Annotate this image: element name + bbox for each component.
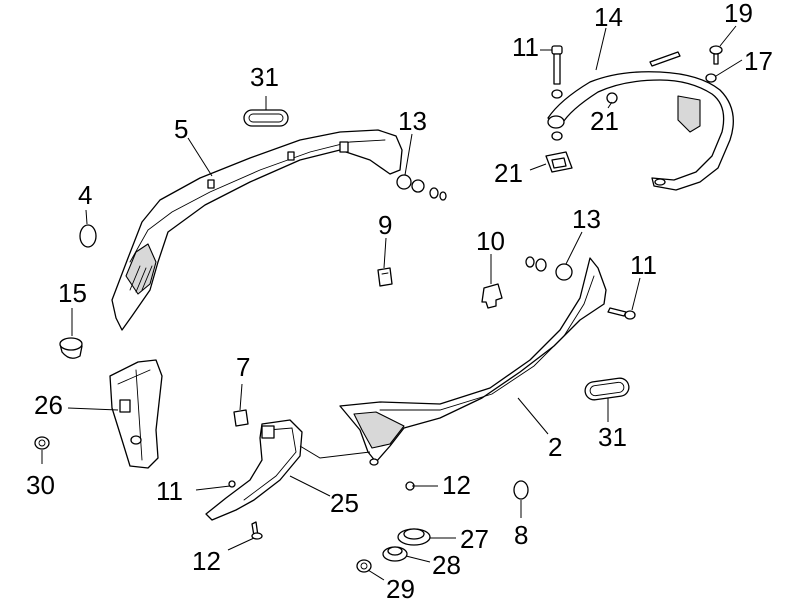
callout-21-top: 21 xyxy=(590,106,619,136)
leader-lines xyxy=(41,25,743,581)
part-4-ring xyxy=(79,224,97,248)
callout-26: 26 xyxy=(34,390,63,420)
part-15-grommet xyxy=(59,337,83,359)
callout-31-top: 31 xyxy=(250,62,279,92)
callout-21-bottom: 21 xyxy=(494,158,523,188)
callout-11-top: 11 xyxy=(512,32,539,62)
callout-15: 15 xyxy=(58,278,87,308)
part-21-clip-nut-bottom xyxy=(545,151,573,173)
part-27-grommet xyxy=(397,528,431,546)
part-5-left-side-cover xyxy=(111,129,403,331)
callout-8: 8 xyxy=(514,520,528,550)
callout-31-right: 31 xyxy=(598,422,627,452)
part-29-nut xyxy=(356,559,372,573)
callout-13-right: 13 xyxy=(572,204,601,234)
part-7-clip xyxy=(233,409,249,427)
part-25-lower-bracket xyxy=(205,419,303,521)
callout-19: 19 xyxy=(724,0,753,28)
callout-10: 10 xyxy=(476,226,505,256)
callout-29: 29 xyxy=(386,574,415,599)
callout-13-top: 13 xyxy=(398,106,427,136)
callout-27: 27 xyxy=(460,524,489,554)
callout-14: 14 xyxy=(594,2,623,32)
callout-9: 9 xyxy=(378,210,392,240)
callout-25: 25 xyxy=(330,488,359,518)
part-12-screw-left xyxy=(251,521,263,540)
part-28-grommet xyxy=(382,546,408,562)
part-8-ring xyxy=(513,480,529,500)
part-9-clip xyxy=(377,267,393,287)
callout-7: 7 xyxy=(236,352,250,382)
part-11-bolt-right xyxy=(607,307,636,320)
part-26-lower-panel xyxy=(109,359,163,469)
part-19-screw xyxy=(709,45,723,65)
part-13-spacer-top xyxy=(396,174,447,201)
part-21-nut-top xyxy=(606,92,618,104)
part-2-right-side-cover xyxy=(339,257,607,466)
callout-2: 2 xyxy=(548,432,562,462)
callout-11-right: 11 xyxy=(630,250,657,280)
callout-5: 5 xyxy=(174,114,188,144)
callout-30: 30 xyxy=(26,470,55,500)
part-14-grab-rail xyxy=(547,51,734,191)
callout-28: 28 xyxy=(432,550,461,580)
part-10-push-fastener xyxy=(481,283,503,309)
part-31-badge-right xyxy=(584,377,630,401)
callout-11-left: 11 xyxy=(156,476,183,506)
part-31-badge-top xyxy=(243,109,289,127)
callout-12-left: 12 xyxy=(192,546,221,576)
callout-4: 4 xyxy=(78,180,92,210)
part-30-nut xyxy=(34,436,50,450)
part-13-spacer-right xyxy=(525,256,573,281)
callout-labels: 31 5 4 13 15 11 14 19 17 21 21 9 10 13 1… xyxy=(26,0,773,599)
callout-12-right: 12 xyxy=(442,470,471,500)
part-11-bolt-top xyxy=(551,45,563,141)
part-17-washer xyxy=(705,73,717,83)
callout-17: 17 xyxy=(744,46,773,76)
